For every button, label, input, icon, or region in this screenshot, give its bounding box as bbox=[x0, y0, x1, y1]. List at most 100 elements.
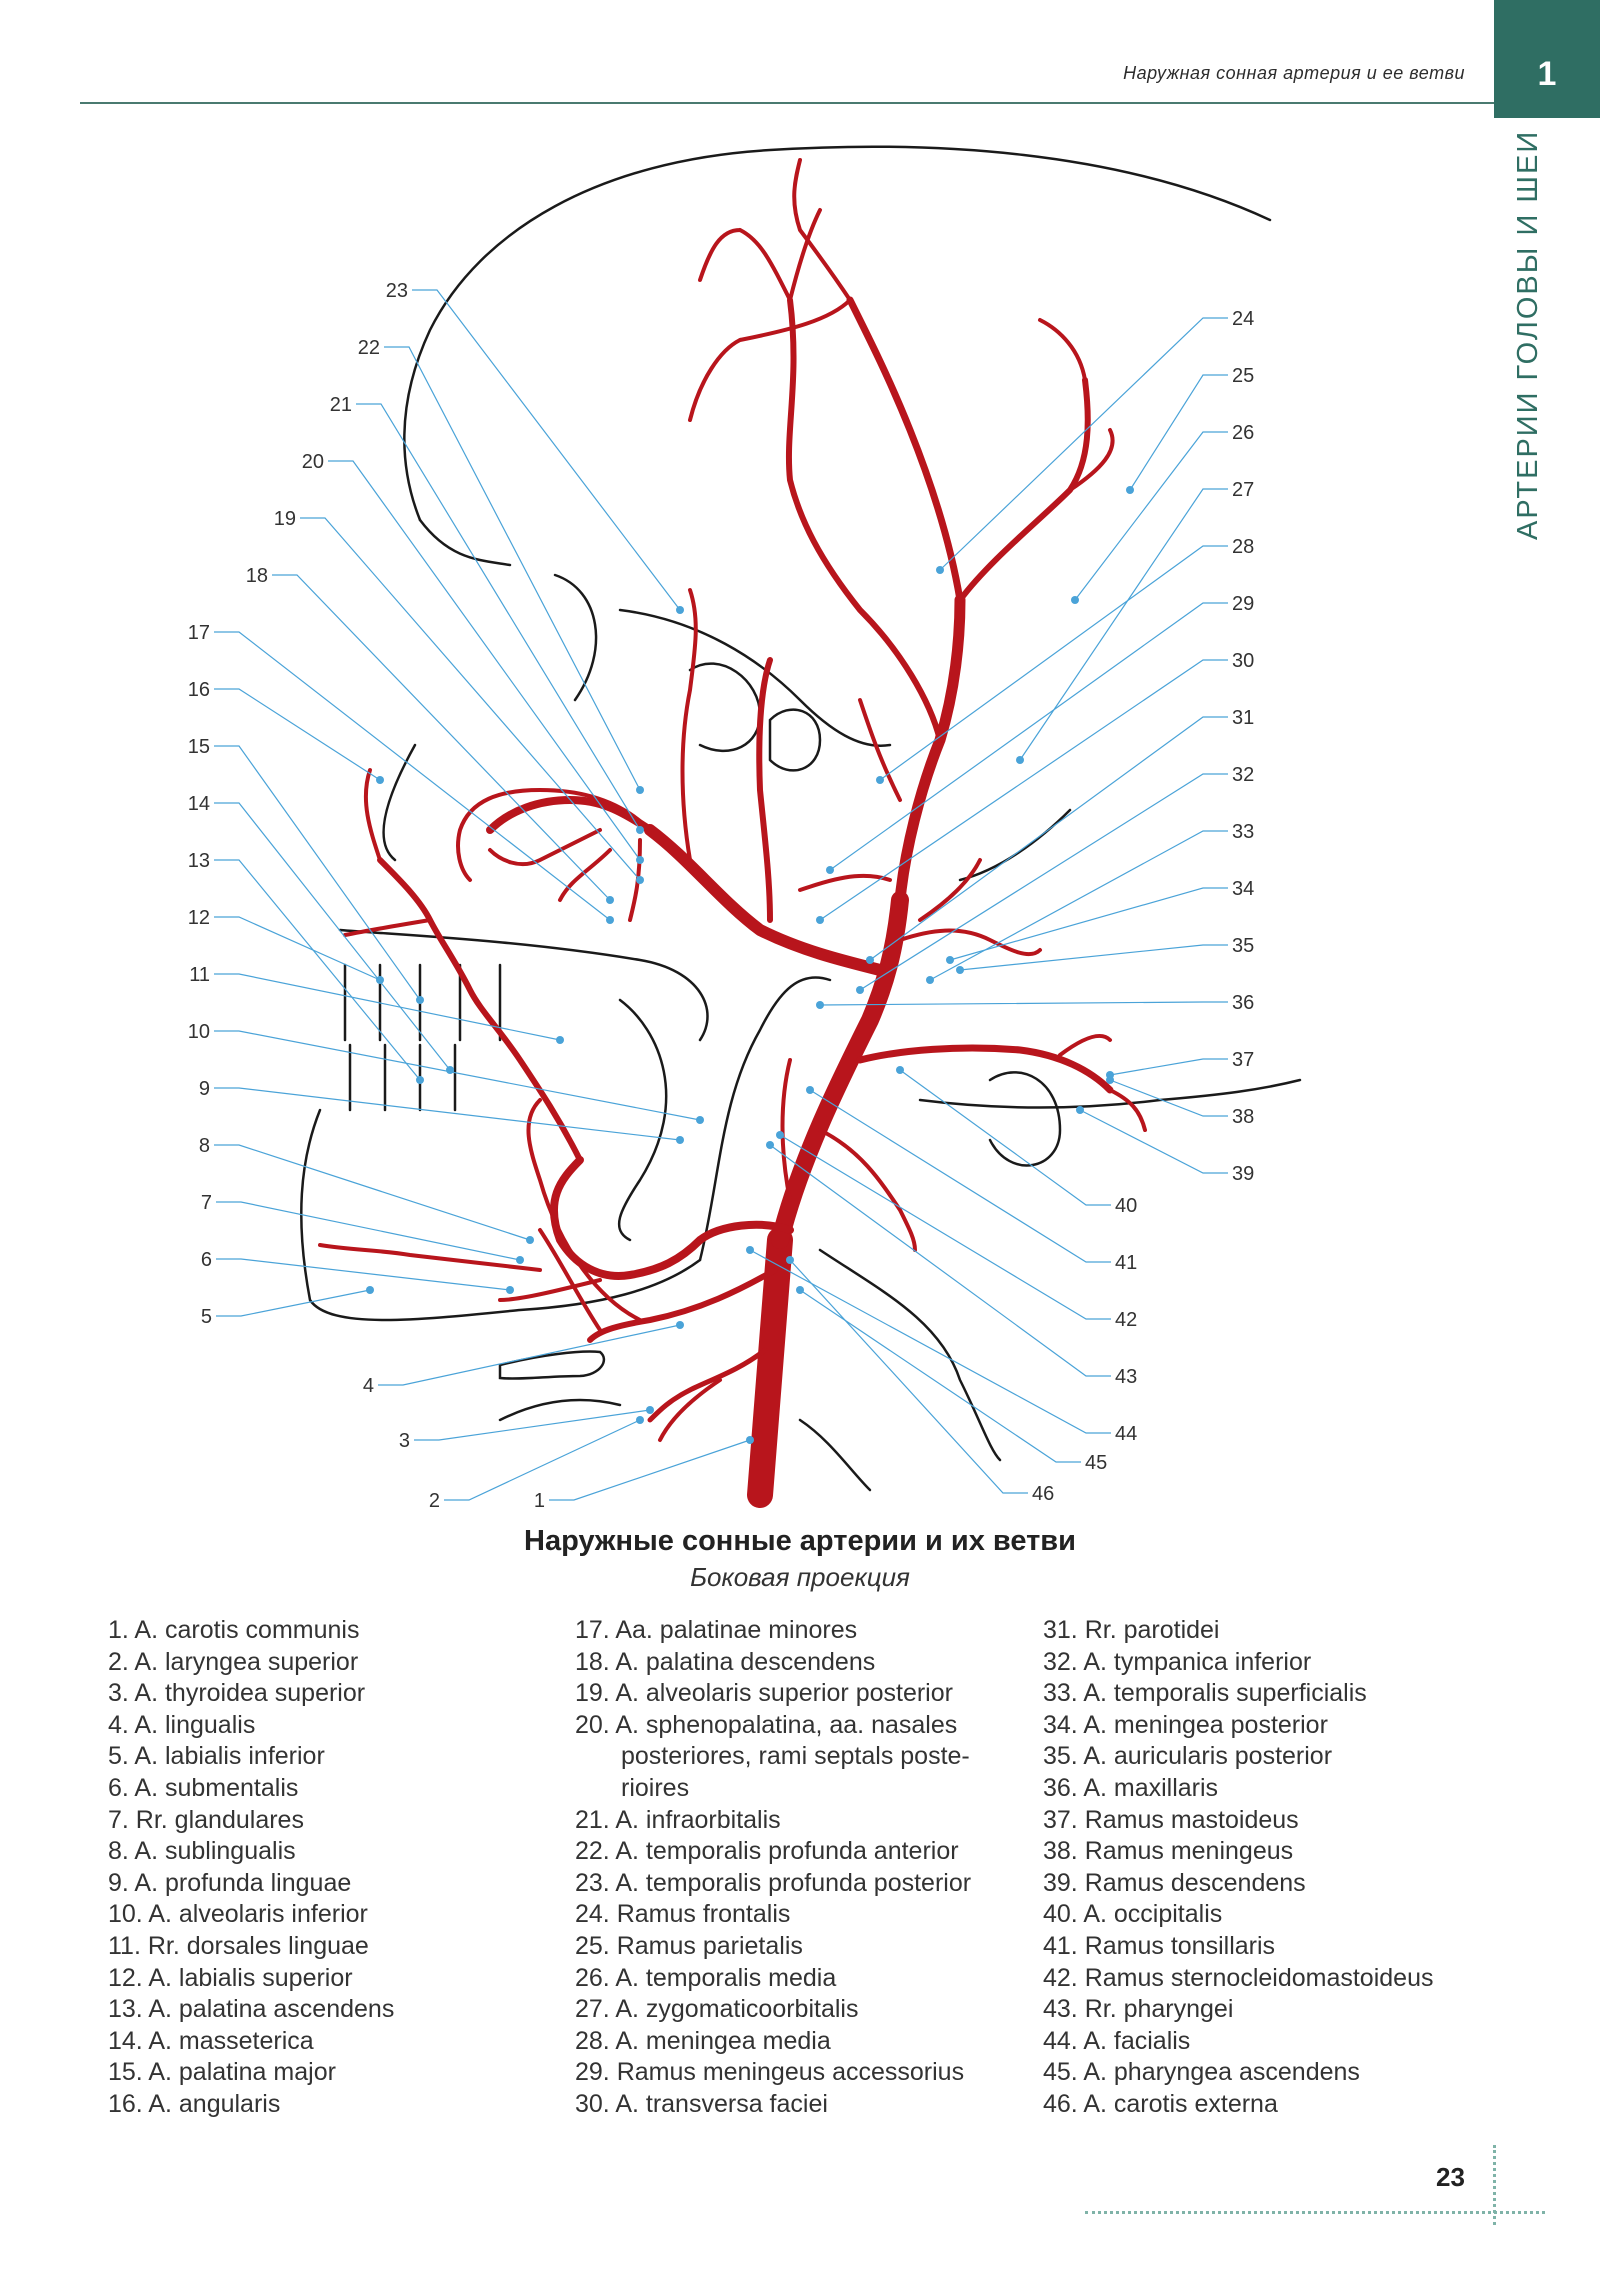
leader-line bbox=[1074, 431, 1228, 601]
footer-dotted-vertical bbox=[1493, 2145, 1496, 2225]
callout-label: 46 bbox=[1032, 1483, 1054, 1505]
legend-item: 32. A. tympanica inferior bbox=[1043, 1647, 1312, 1676]
leader-line bbox=[949, 887, 1228, 961]
leader-dot bbox=[676, 606, 684, 614]
callout-label: 36 bbox=[1232, 992, 1254, 1014]
leader-line bbox=[769, 1144, 1111, 1377]
callout-label: 10 bbox=[188, 1021, 210, 1043]
legend-item: 21. A. infraorbitalis bbox=[575, 1805, 781, 1834]
trachea-contour bbox=[798, 1418, 872, 1492]
legend-item: 10. A. alveolaris inferior bbox=[108, 1900, 368, 1929]
leader-dot bbox=[366, 1286, 374, 1294]
legend-item: 28. A. meningea media bbox=[575, 2026, 831, 2055]
callout-label: 3 bbox=[399, 1430, 410, 1452]
leader-line bbox=[819, 1001, 1228, 1006]
callout-label: 34 bbox=[1232, 878, 1254, 900]
leader-dot bbox=[766, 1141, 774, 1149]
leader-line bbox=[384, 346, 641, 791]
leader-dot bbox=[636, 876, 644, 884]
legend-item: 40. A. occipitalis bbox=[1043, 1900, 1223, 1929]
callout-label: 38 bbox=[1232, 1106, 1254, 1128]
callout-label: 4 bbox=[363, 1375, 374, 1397]
leader-line bbox=[829, 602, 1228, 871]
legend-item: 18. A. palatina descendens bbox=[575, 1647, 876, 1676]
leader-line bbox=[959, 944, 1228, 971]
callout-label: 30 bbox=[1232, 650, 1254, 672]
callout-label: 45 bbox=[1085, 1452, 1107, 1474]
leader-dot bbox=[636, 856, 644, 864]
leader-line bbox=[1079, 1109, 1228, 1174]
figure-subtitle: Боковая проекция bbox=[690, 1562, 910, 1592]
artery-facialis-ascending bbox=[377, 857, 583, 1163]
artery-meningea-posterior bbox=[918, 858, 982, 922]
artery-laryngea-superior bbox=[658, 1378, 722, 1442]
legend-item: 13. A. palatina ascendens bbox=[108, 1995, 395, 2024]
artery-sphenopalatina bbox=[488, 828, 602, 867]
leader-dot bbox=[606, 916, 614, 924]
mandible-ramus bbox=[698, 976, 832, 1262]
leader-dot bbox=[376, 776, 384, 784]
callout-label: 27 bbox=[1232, 479, 1254, 501]
forehead-contour bbox=[418, 518, 512, 567]
running-header-title: Наружная сонная артерия и ее ветви bbox=[1123, 63, 1465, 83]
leader-line bbox=[1129, 374, 1228, 491]
callout-label: 12 bbox=[188, 907, 210, 929]
legend-item: 33. A. temporalis superficialis bbox=[1043, 1679, 1367, 1708]
callout-label: 42 bbox=[1115, 1309, 1137, 1331]
legend-item: 3. A. thyroidea superior bbox=[108, 1679, 366, 1708]
zygoma-line bbox=[618, 608, 892, 748]
callout-label: 5 bbox=[201, 1306, 212, 1328]
leader-dot bbox=[676, 1136, 684, 1144]
leader-dot bbox=[376, 976, 384, 984]
leader-line bbox=[939, 317, 1228, 571]
legend-item: 22. A. temporalis profunda anterior bbox=[575, 1837, 959, 1866]
legend-item: 4. A. lingualis bbox=[108, 1710, 256, 1739]
legend-item: 36. A. maxillaris bbox=[1043, 1773, 1219, 1802]
leader-line bbox=[214, 1030, 701, 1121]
legend-item: 31. Rr. parotidei bbox=[1043, 1616, 1220, 1644]
leader-dot bbox=[606, 896, 614, 904]
legend-item: 12. A. labialis superior bbox=[108, 1963, 353, 1992]
leader-dot bbox=[636, 786, 644, 794]
callout-label: 2 bbox=[429, 1490, 440, 1512]
styloid-line bbox=[958, 808, 1072, 882]
artery-occipitalis bbox=[856, 1044, 1114, 1094]
leader-dot bbox=[416, 1076, 424, 1084]
mandible-outline bbox=[300, 1108, 702, 1322]
leader-dot bbox=[526, 1236, 534, 1244]
legend-item: 6. A. submentalis bbox=[108, 1773, 299, 1802]
legend-item: 5. A. labialis inferior bbox=[108, 1742, 325, 1771]
callout-label: 23 bbox=[386, 280, 408, 302]
legend-item: 2. A. laryngea superior bbox=[108, 1647, 359, 1676]
leader-dot bbox=[1071, 596, 1079, 604]
artery-alveolaris-superior bbox=[558, 848, 612, 902]
leader-dot bbox=[506, 1286, 514, 1294]
legend-item: 43. Rr. pharyngei bbox=[1043, 1995, 1234, 2024]
leader-dot bbox=[416, 996, 424, 1004]
legend-item: 15. A. palatina major bbox=[108, 2058, 336, 2087]
leader-dot bbox=[806, 1086, 814, 1094]
leader-line bbox=[859, 773, 1228, 991]
callout-label: 6 bbox=[201, 1249, 212, 1271]
legend-item: 29. Ramus meningeus accessorius bbox=[575, 2058, 965, 2087]
leader-dot bbox=[646, 1406, 654, 1414]
callout-label: 29 bbox=[1232, 593, 1254, 615]
callout-label: 19 bbox=[274, 508, 296, 530]
leader-line bbox=[809, 1089, 1111, 1263]
leader-dot bbox=[856, 986, 864, 994]
artery-meningea-media bbox=[756, 657, 773, 923]
artery-labialis-superior bbox=[343, 918, 432, 937]
callout-label: 24 bbox=[1232, 308, 1254, 330]
leader-dot bbox=[556, 1036, 564, 1044]
leader-line bbox=[789, 1259, 1028, 1494]
legend-item: 37. Ramus mastoideus bbox=[1043, 1805, 1299, 1834]
leader-line bbox=[214, 859, 421, 1081]
legend-item: 39. Ramus descendens bbox=[1043, 1868, 1306, 1897]
leader-dot bbox=[696, 1116, 704, 1124]
callout-label: 32 bbox=[1232, 764, 1254, 786]
header-rule bbox=[80, 102, 1500, 104]
leader-dot bbox=[1076, 1106, 1084, 1114]
callout-label: 9 bbox=[199, 1078, 210, 1100]
